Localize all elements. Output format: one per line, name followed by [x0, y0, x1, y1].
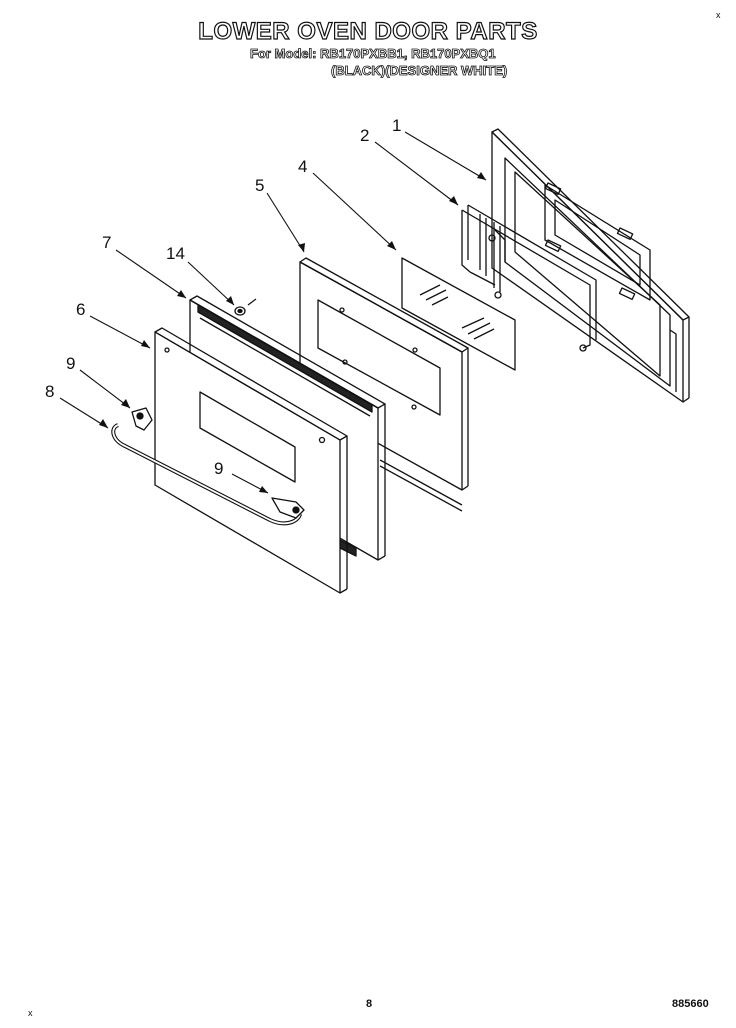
callout-6: 6 [76, 300, 85, 319]
callout-4: 4 [298, 157, 307, 176]
document-code: 885660 [672, 998, 709, 1010]
part-5-middle-panel [299, 257, 469, 512]
part-9-end-cap-right [271, 497, 305, 519]
part-8-handle [111, 423, 302, 526]
color-line: (BLACK)(DESIGNER WHITE) [331, 63, 508, 79]
leader-arrowheads [99, 172, 486, 493]
part-4-glass [401, 257, 516, 371]
page-title: LOWER OVEN DOOR PARTS [198, 17, 538, 45]
part-6-outer-door [154, 327, 348, 594]
part-9-end-cap-left [131, 407, 153, 431]
part-1-inner-panel [491, 128, 690, 403]
corner-mark-bottom-left: x [28, 1008, 33, 1018]
callout-1: 1 [392, 116, 401, 135]
callout-9-right: 9 [214, 459, 223, 478]
callout-14: 14 [166, 244, 185, 263]
part-14-spacer [234, 298, 257, 316]
callout-7: 7 [102, 233, 111, 252]
callout-2: 2 [360, 126, 369, 145]
corner-mark-top-right: x [716, 10, 721, 20]
model-line: For Model: RB170PXBB1, RB170PXBQ1 [250, 46, 496, 62]
leader-lines [59, 131, 487, 494]
callout-8: 8 [45, 382, 54, 401]
part-2-wire-frame [461, 204, 597, 352]
callout-9-left: 9 [66, 354, 75, 373]
callout-5: 5 [255, 176, 264, 195]
page-number: 8 [366, 998, 373, 1010]
